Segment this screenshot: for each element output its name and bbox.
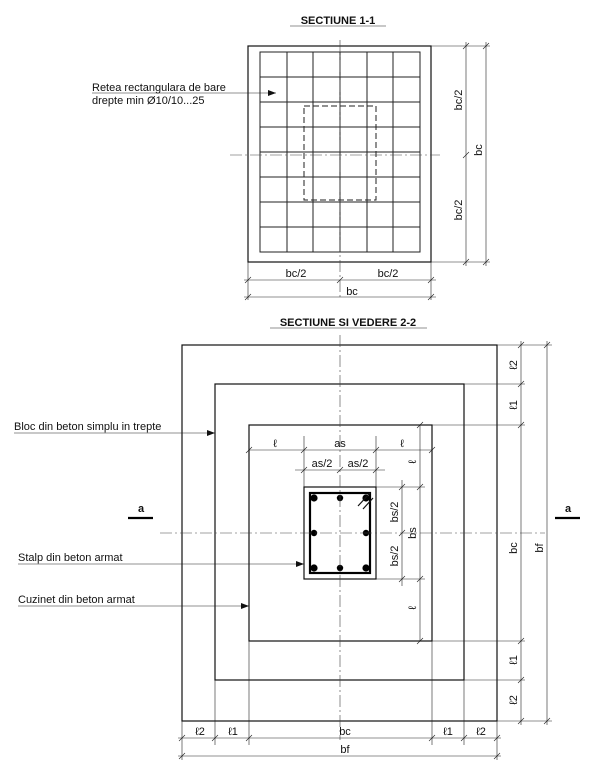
dim-bc-right-stack: bc bbox=[508, 542, 520, 554]
dim-as-half-right: as/2 bbox=[348, 458, 369, 470]
dim-bc-half-right: bc/2 bbox=[378, 268, 399, 280]
section1-bottom-dimensions: bc/2 bc/2 bc bbox=[244, 262, 436, 301]
stirrup-hook bbox=[357, 492, 371, 507]
dim-l2-right: ℓ2 bbox=[476, 726, 486, 738]
outer-right-dimensions: ℓ2 ℓ1 ℓ1 ℓ2 bc bf bbox=[432, 341, 552, 725]
mesh-leader-arrowhead bbox=[268, 90, 276, 96]
rebar bbox=[310, 529, 318, 537]
dim-l2-top: ℓ2 bbox=[508, 360, 520, 370]
dim-as-half-left: as/2 bbox=[312, 458, 333, 470]
dim-l1-top: ℓ1 bbox=[508, 400, 520, 410]
bloc-step-inner bbox=[214, 383, 465, 681]
dim-bc-right: bc bbox=[473, 144, 485, 156]
dim-bf-right-stack: bf bbox=[534, 542, 546, 552]
section-mark-left: a bbox=[138, 503, 145, 515]
dim-bc-half-left: bc/2 bbox=[286, 268, 307, 280]
section-mark-right: a bbox=[565, 503, 572, 515]
section1-right-dimensions: bc/2 bc/2 bc bbox=[431, 42, 490, 266]
dim-l-right: ℓ bbox=[400, 438, 404, 450]
section2-plan bbox=[160, 335, 545, 740]
dim-bs-half-top: bs/2 bbox=[389, 502, 401, 523]
rebar bbox=[310, 494, 318, 502]
section1-outer-outline bbox=[247, 45, 432, 263]
dim-bc-half-bottom: bc/2 bbox=[453, 200, 465, 221]
dim-l1-right: ℓ1 bbox=[443, 726, 453, 738]
section1-title: SECTIUNE 1-1 bbox=[301, 15, 376, 27]
dim-as: as bbox=[334, 438, 346, 450]
dim-bf-bottom: bf bbox=[340, 744, 350, 756]
outer-bottom-dimensions: ℓ2 ℓ1 bc ℓ1 ℓ2 bf bbox=[178, 641, 501, 760]
dim-l2-bottom: ℓ2 bbox=[508, 695, 520, 705]
rebar bbox=[310, 564, 318, 572]
rebar bbox=[336, 564, 344, 572]
column-width-dimensions: ℓ as ℓ as/2 as/2 bbox=[245, 436, 436, 487]
dim-l-left: ℓ bbox=[273, 438, 277, 450]
section2-title: SECTIUNE SI VEDERE 2-2 bbox=[280, 317, 416, 329]
section1-plan bbox=[230, 40, 440, 300]
dim-l1-left: ℓ1 bbox=[228, 726, 238, 738]
column-height-dimensions: bs/2 bs/2 bs ℓ ℓ bbox=[376, 421, 425, 645]
dim-l-top: ℓ bbox=[407, 460, 419, 464]
dim-bs-half-bottom: bs/2 bbox=[389, 546, 401, 567]
label-stalp: Stalp din beton armat bbox=[18, 552, 123, 564]
dim-l2-left: ℓ2 bbox=[195, 726, 205, 738]
dim-l1-bottom: ℓ1 bbox=[508, 655, 520, 665]
dim-bs: bs bbox=[407, 527, 419, 539]
mesh-label-line2: drepte min Ø10/10...25 bbox=[92, 95, 205, 107]
stirrup-hook bbox=[362, 497, 374, 510]
mesh-label-line1: Retea rectangulara de bare bbox=[92, 82, 226, 94]
dim-l-bottom: ℓ bbox=[407, 606, 419, 610]
label-bloc: Bloc din beton simplu in trepte bbox=[14, 421, 161, 433]
dim-bc-bottom: bc bbox=[339, 726, 351, 738]
label-cuzinet: Cuzinet din beton armat bbox=[18, 594, 135, 606]
rebar bbox=[362, 564, 370, 572]
dim-bc-half-top: bc/2 bbox=[453, 90, 465, 111]
dim-bc-bottom: bc bbox=[346, 286, 358, 298]
